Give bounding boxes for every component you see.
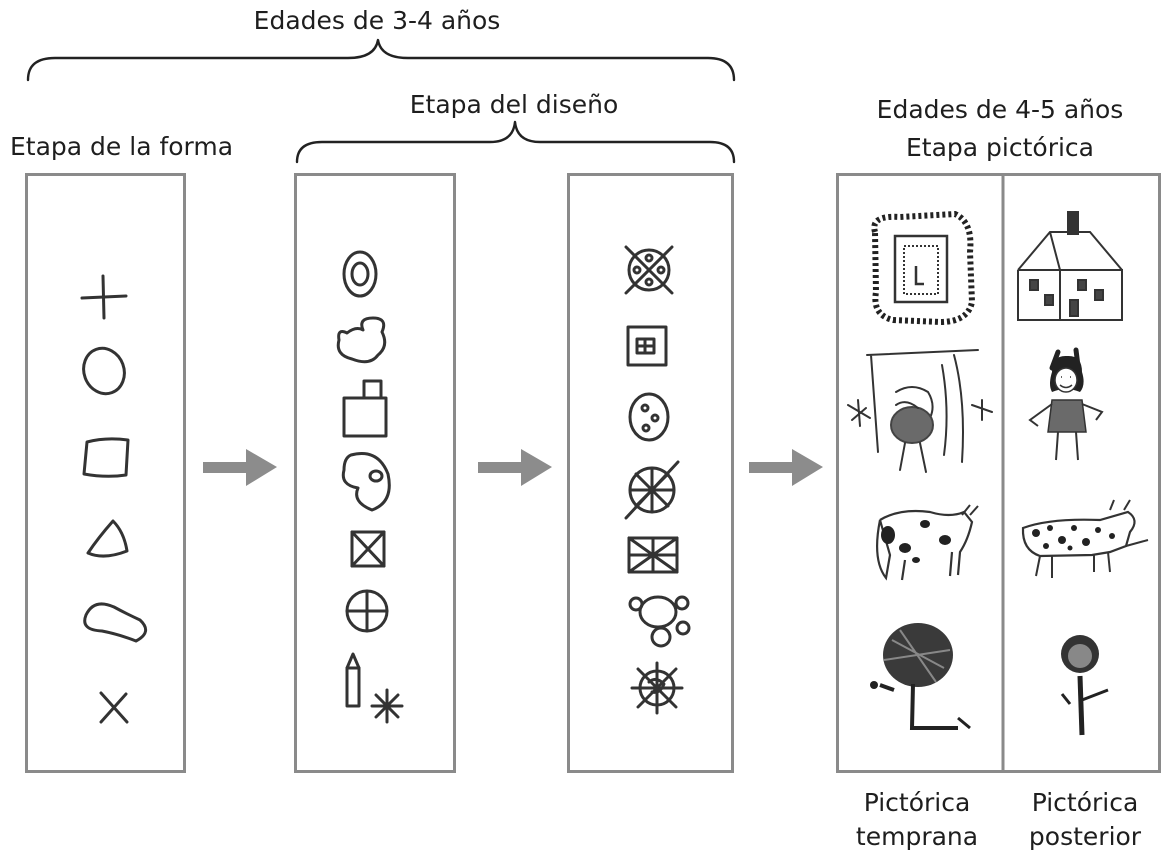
- box-with-tab-shape: [342, 379, 388, 438]
- cow-drawing: [1021, 499, 1149, 578]
- crossed-circle-dots-shape: [624, 245, 674, 295]
- later-pictorial-line1: Pictórica: [1031, 788, 1139, 817]
- cow-scribble-drawing: [875, 504, 979, 581]
- crossed-square-shape: [350, 530, 386, 568]
- scribble-sun-shape: [630, 661, 684, 715]
- blob-in-blob-shape: [341, 452, 391, 512]
- design-stage-label: Etapa del diseño: [409, 90, 619, 119]
- square-shape: [82, 437, 130, 478]
- later-pictorial-drawings: [1017, 211, 1149, 736]
- girl-drawing: [1028, 347, 1104, 461]
- sunburst-shape: [370, 688, 404, 724]
- house-drawing: [1017, 211, 1123, 321]
- later-pictorial-line2: posterior: [1028, 822, 1142, 851]
- early-pictorial-drawings: [847, 210, 993, 730]
- figure-scribble-drawing: [847, 349, 993, 473]
- arrow-1: [203, 449, 277, 486]
- shape-stage-drawings: [80, 274, 148, 724]
- blob-shape: [83, 602, 148, 643]
- pictorial-stage-label: Etapa pictórica: [905, 133, 1095, 162]
- x-mark-shape: [99, 691, 129, 724]
- crayon-shape: [345, 652, 361, 708]
- crossed-circle-shape: [345, 589, 389, 633]
- arrow-2: [478, 449, 552, 486]
- design-stage-brace: [295, 120, 736, 164]
- ages-3-4-brace: [26, 38, 736, 82]
- building-scribble-drawing: [871, 210, 976, 326]
- spoked-wheel-shape: [624, 460, 680, 520]
- circle-shape: [82, 346, 126, 396]
- tree-scribble-drawing: [870, 623, 971, 730]
- triangle-shape: [86, 519, 129, 558]
- square-with-window-shape: [626, 325, 668, 367]
- later-pictorial-caption: Pictórica posterior: [1029, 786, 1141, 854]
- early-pictorial-line2: temprana: [855, 822, 979, 851]
- early-pictorial-line1: Pictórica: [863, 788, 971, 817]
- design-stage-b-drawings: [624, 245, 691, 715]
- ages-4-5-label: Edades de 4-5 años: [876, 95, 1124, 124]
- ages-3-4-label: Edades de 3-4 años: [253, 6, 501, 35]
- union-jack-shape: [627, 536, 679, 574]
- cross-shape: [80, 274, 128, 320]
- turtle-shape: [628, 595, 691, 648]
- flower-drawing: [1060, 635, 1109, 736]
- concentric-ovals-shape: [342, 250, 378, 298]
- early-pictorial-caption: Pictórica temprana: [856, 786, 978, 854]
- design-stage-a-drawings: [336, 250, 404, 724]
- oval-with-dots-shape: [628, 392, 670, 442]
- shape-stage-label: Etapa de la forma: [10, 132, 234, 161]
- double-blob-shape: [336, 316, 387, 364]
- arrow-3: [749, 449, 823, 486]
- shape-stage-panel: [25, 173, 186, 773]
